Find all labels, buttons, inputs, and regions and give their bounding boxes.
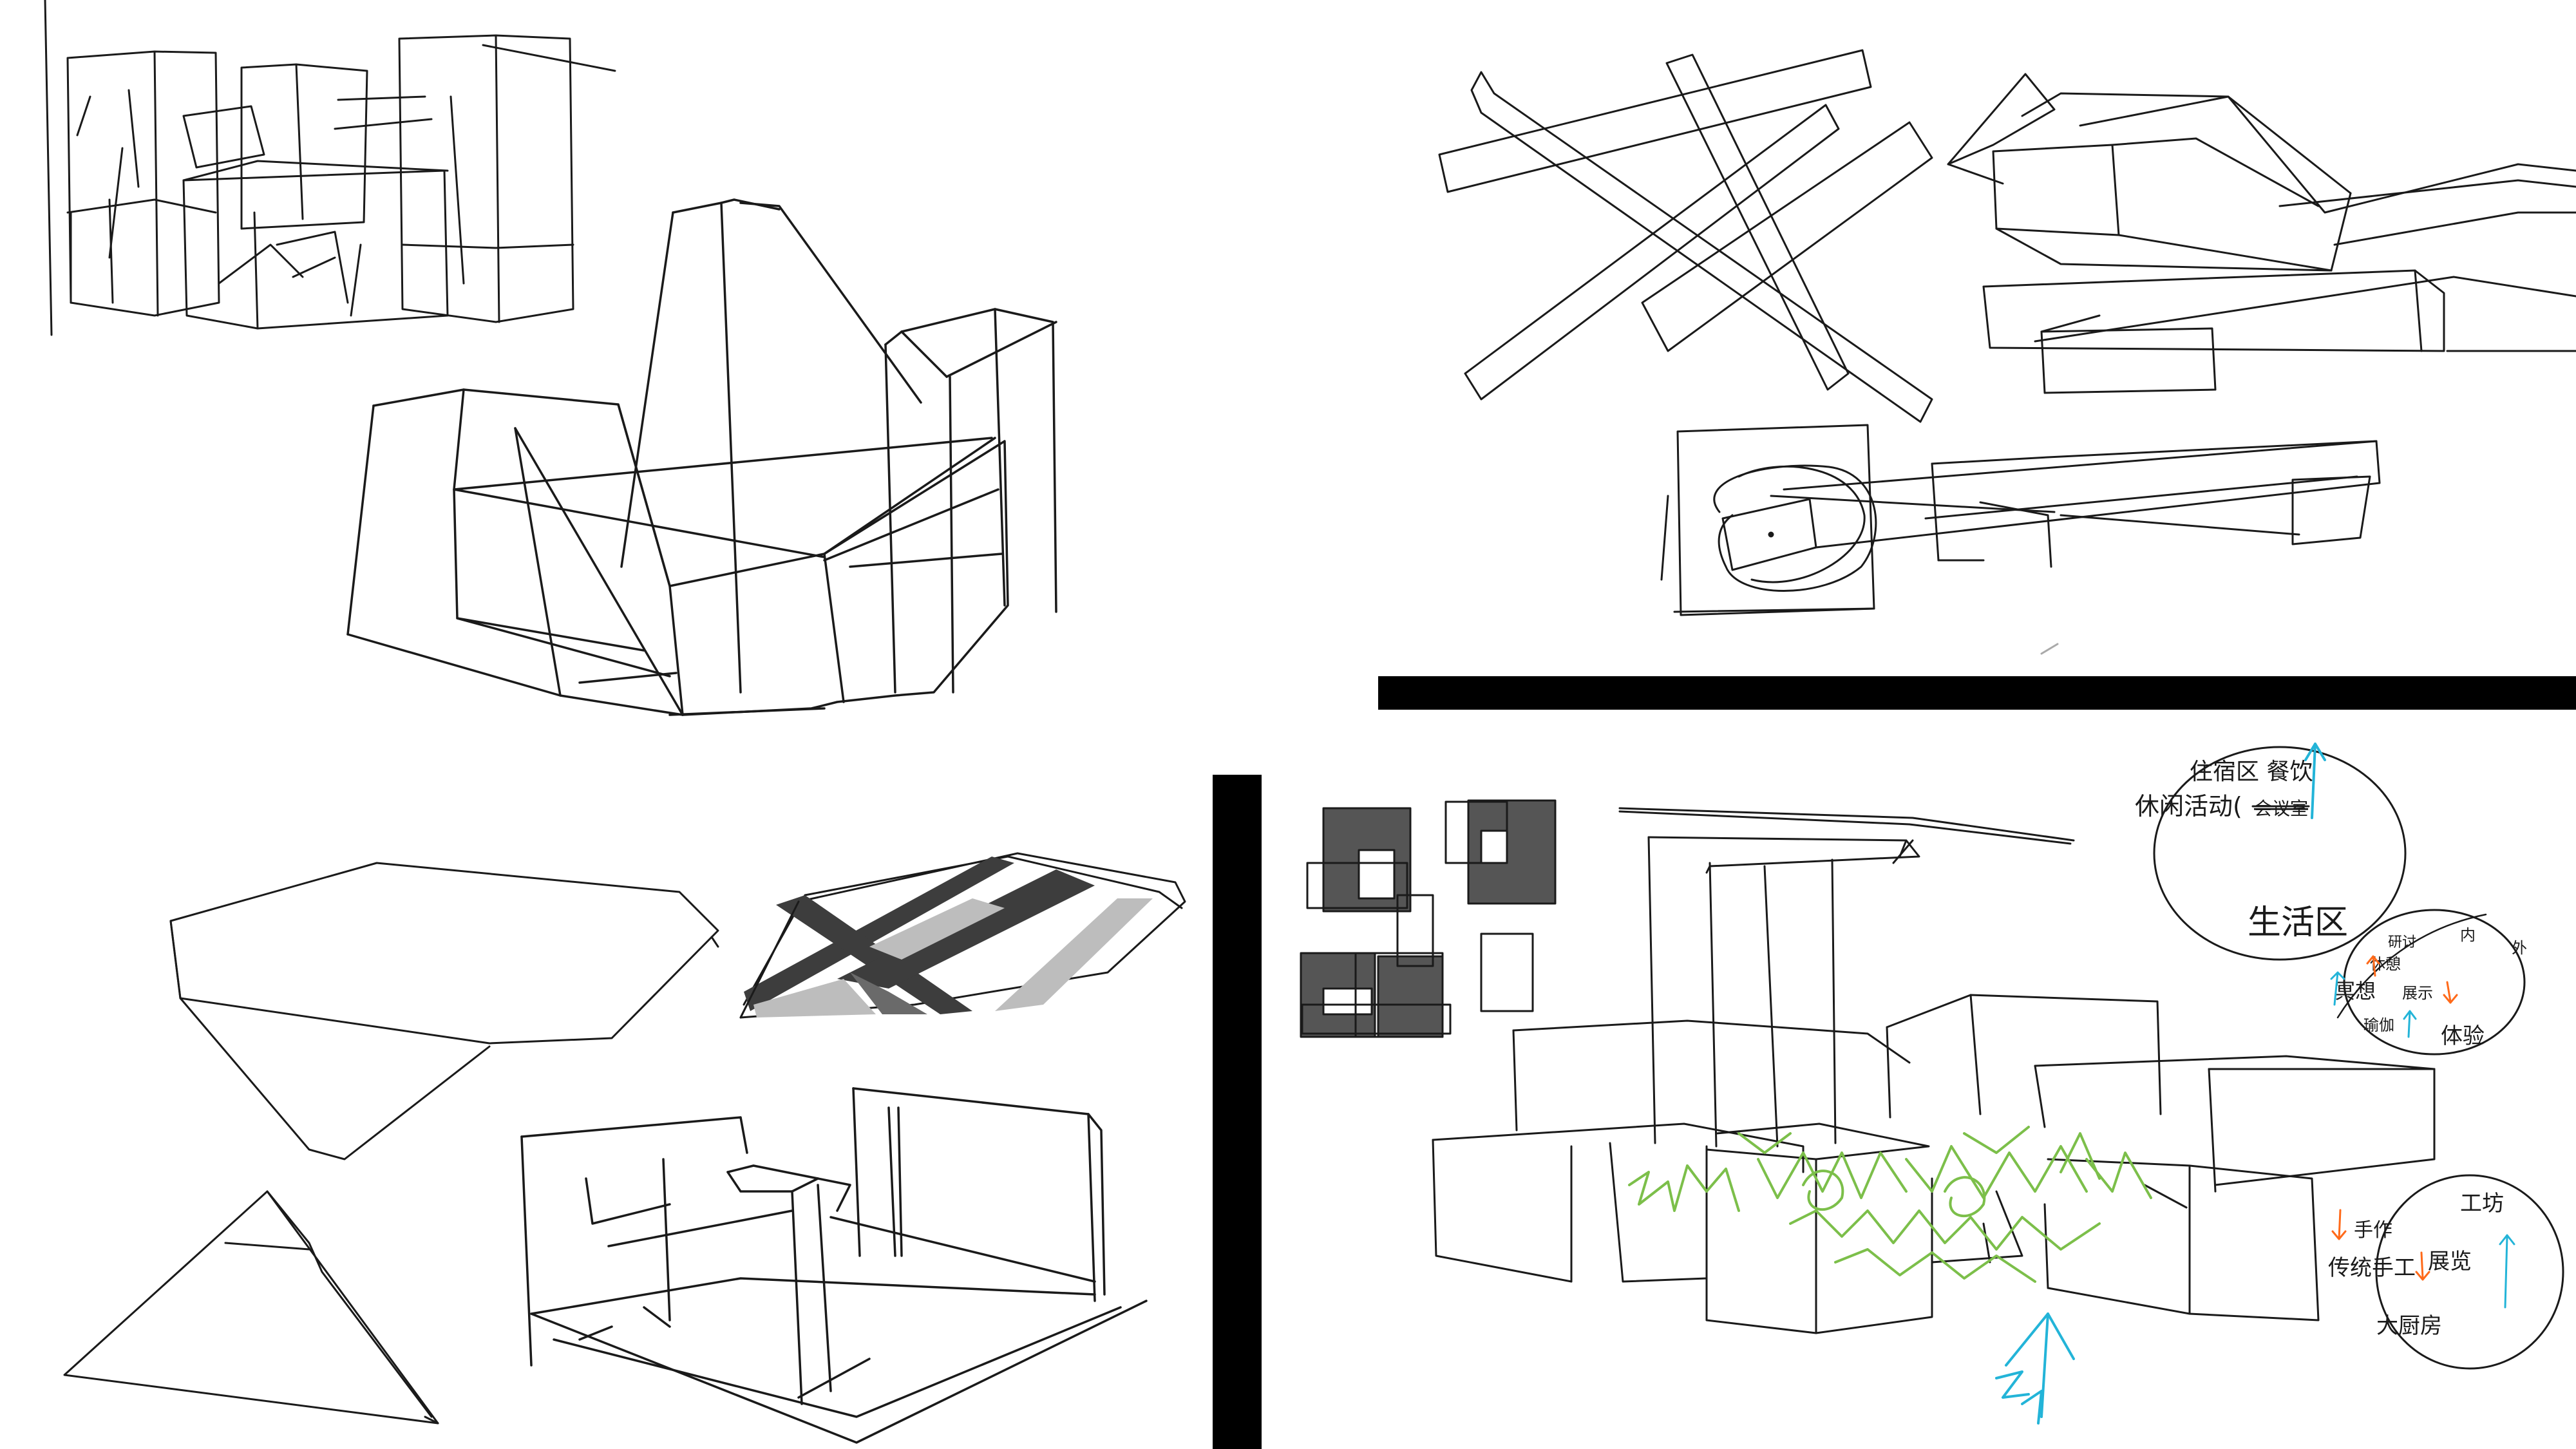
entrance-arrow-icon [1995,1312,2075,1425]
sketch-striped-slab [739,852,1186,1019]
sketch-site-massing [1432,807,2436,1334]
bubble-craft-label1: 工坊 [2460,1191,2504,1217]
sketch-crossing-planks [1438,49,1933,423]
sketch-stacked-beams [1947,73,2576,394]
bubble-activity-label7: 瑜伽 [2363,1016,2394,1034]
bubble-activity-label5: 冥想 [2334,979,2376,1003]
bubble-activity-label2: 内 [2460,926,2476,944]
annotation-bubble-living: 住宿区 餐饮 休闲活动( 会议室 生活区 [2135,743,2407,961]
horizontal-divider-bar [1378,676,2576,710]
bubble-living-label: 生活区 [2248,904,2348,942]
bubble-living-line1: 住宿区 餐饮 [2190,759,2313,785]
bubble-craft-label5: 大厨房 [2376,1313,2442,1339]
sketch-circled-box [1660,424,2381,655]
sketch-hexagon-slab [169,862,719,1160]
bubble-craft-label4: 展览 [2428,1249,2472,1274]
annotation-bubble-craft: 工坊 手作 传统手工 展览 大厨房 [2328,1174,2564,1370]
vertical-divider-bar [1213,775,1262,1449]
bubble-activity-label6: 展示 [2402,984,2433,1002]
sketch-angular-building [346,198,1057,716]
bubble-living-line2: 休闲活动( [2135,792,2242,820]
bubble-craft-label2: 手作 [2354,1219,2392,1242]
sketch-city-blocks [44,0,616,336]
sketch-triangle [63,1190,439,1425]
annotation-bubble-activity: 研讨 内 休憩 外 冥想 展示 瑜伽 体验 [2330,909,2527,1056]
sketch-green-vegetation [1628,1126,2152,1283]
sketch-frame-structure [520,1087,1148,1444]
bubble-living-struck: 会议室 [2254,798,2308,819]
bubble-activity-label4: 外 [2512,939,2527,957]
sketch-grid-diagram [1300,799,1557,1038]
bubble-activity-label1: 研讨 [2388,934,2416,951]
bubble-activity-label8: 体验 [2441,1023,2485,1049]
bubble-craft-label3: 传统手工 [2328,1255,2416,1281]
